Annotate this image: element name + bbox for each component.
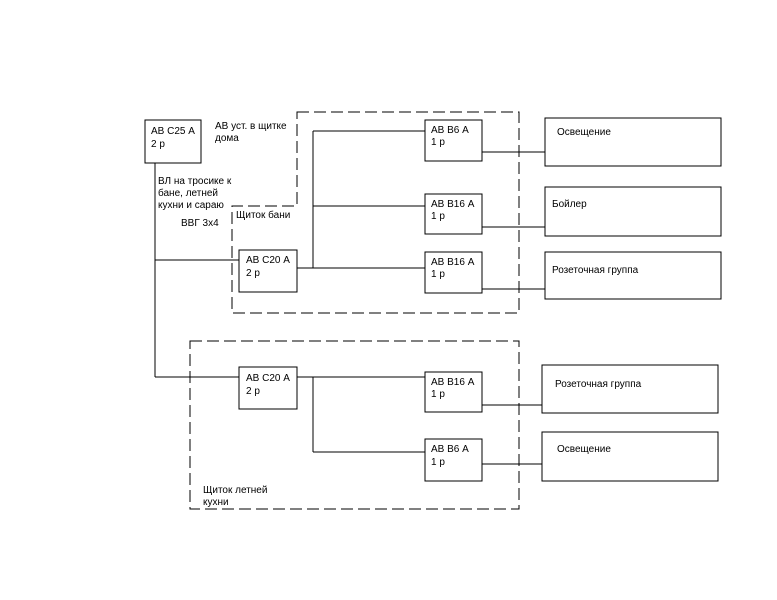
kitchen-panel-title-line-1: Щиток летней <box>203 485 267 496</box>
main-breaker-label: АВ С25 А <box>151 126 195 137</box>
load-label: Бойлер <box>552 199 587 210</box>
bath-branch-breaker-3: АВ В16 А 1 р <box>424 251 483 294</box>
breaker-poles: 1 р <box>431 457 445 468</box>
breaker-poles: 1 р <box>431 137 445 148</box>
kitchen-load-lighting: Освещение <box>541 431 719 482</box>
breaker-label: АВ В6 А <box>431 125 469 136</box>
bath-load-boiler: Бойлер <box>544 186 722 237</box>
cable-label: ВВГ 3х4 <box>181 218 219 229</box>
wires <box>154 130 545 465</box>
breaker-label: АВ В16 А <box>431 257 475 268</box>
main-breaker-poles: 2 р <box>151 139 165 150</box>
bath-load-lighting: Освещение <box>544 117 722 167</box>
load-label: Розеточная группа <box>552 265 639 276</box>
breaker-label: АВ В16 А <box>431 199 475 210</box>
load-label: Освещение <box>557 444 611 455</box>
breaker-label: АВ В16 А <box>431 377 475 388</box>
kitchen-panel-title-line-2: кухни <box>203 497 229 508</box>
breaker-poles: 1 р <box>431 211 445 222</box>
bath-load-sockets: Розеточная группа <box>544 251 722 300</box>
bath-panel-boundary <box>231 111 520 314</box>
breaker-label: АВ В6 А <box>431 444 469 455</box>
breaker-poles: 2 р <box>246 386 260 397</box>
bath-input-breaker: АВ С20 А 2 р <box>238 249 298 293</box>
main-note-line-2: дома <box>215 133 239 144</box>
breaker-label: АВ С20 А <box>246 255 290 266</box>
kitchen-panel-boundary <box>189 340 520 510</box>
bath-branch-breaker-1: АВ В6 А 1 р <box>424 119 483 162</box>
kitchen-load-sockets: Розеточная группа <box>541 364 719 414</box>
bath-branch-breaker-2: АВ В16 А 1 р <box>424 193 483 235</box>
line-note-line-1: ВЛ на тросике к <box>158 176 232 187</box>
breaker-poles: 1 р <box>431 389 445 400</box>
main-note-line-1: АВ уст. в щитке <box>215 121 287 132</box>
kitchen-branch-breaker-1: АВ В16 А 1 р <box>424 371 483 413</box>
load-label: Освещение <box>557 127 611 138</box>
line-note-line-3: кухни и сараю <box>158 200 224 211</box>
bath-panel-title: Щиток бани <box>236 209 290 221</box>
load-label: Розеточная группа <box>555 379 642 390</box>
main-breaker: АВ С25 А 2 р <box>144 119 202 164</box>
line-note-line-2: бане, летней <box>158 187 218 199</box>
breaker-label: АВ С20 А <box>246 373 290 384</box>
breaker-poles: 2 р <box>246 268 260 279</box>
kitchen-branch-breaker-2: АВ В6 А 1 р <box>424 438 483 482</box>
kitchen-input-breaker: АВ С20 А 2 р <box>238 366 298 410</box>
breaker-poles: 1 р <box>431 269 445 280</box>
